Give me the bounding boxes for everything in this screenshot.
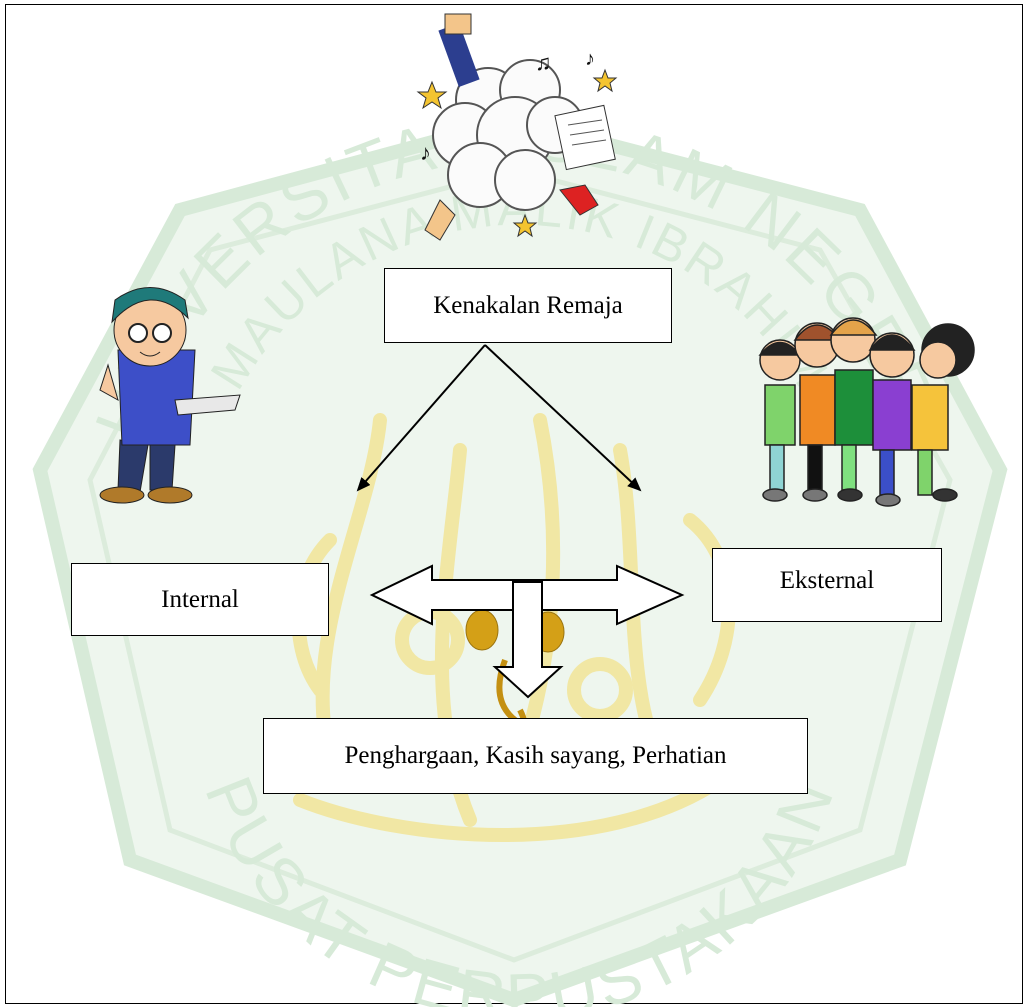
node-penghargaan: Penghargaan, Kasih sayang, Perhatian bbox=[263, 718, 808, 794]
group-of-friends-icon bbox=[758, 317, 975, 507]
fighting-cloud-icon: ♫ ♪ ♪ bbox=[416, 13, 618, 241]
node-kenakalan-remaja: Kenakalan Remaja bbox=[384, 268, 672, 343]
node-internal: Internal bbox=[71, 563, 329, 636]
down-block-arrow bbox=[492, 581, 564, 699]
arrow-to-internal bbox=[356, 344, 486, 492]
watermark-shield-inner bbox=[87, 167, 953, 963]
boy-reading-icon bbox=[99, 287, 241, 504]
svg-text:♪: ♪ bbox=[420, 140, 431, 165]
node-eksternal: Eksternal bbox=[712, 548, 942, 622]
svg-text:♫: ♫ bbox=[535, 50, 552, 75]
svg-text:♪: ♪ bbox=[585, 48, 595, 70]
arrow-to-eksternal bbox=[484, 344, 642, 492]
